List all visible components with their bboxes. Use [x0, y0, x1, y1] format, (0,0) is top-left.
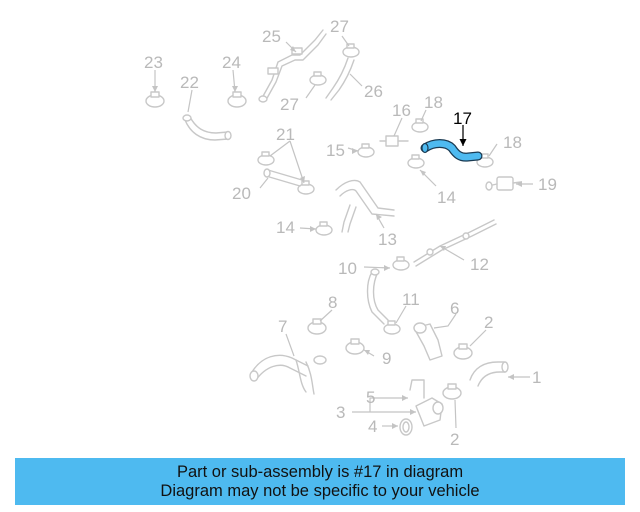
- part-26-hose: [325, 57, 355, 101]
- part-21-clamp-a: [257, 151, 275, 166]
- banner-line-1: Part or sub-assembly is #17 in diagram: [176, 462, 464, 481]
- part-5-bracket: [409, 379, 425, 399]
- label-2-upper: 2: [484, 313, 493, 332]
- part-16-fitting: [379, 135, 409, 147]
- part-22-hose: [182, 114, 232, 141]
- part-9-clamp: [345, 338, 365, 355]
- leader-lines: [154, 35, 533, 429]
- label-14-upper: 14: [437, 188, 456, 207]
- label-7: 7: [278, 317, 287, 336]
- part-19-valve: [485, 176, 522, 191]
- label-16: 16: [392, 101, 411, 120]
- label-4: 4: [368, 417, 377, 436]
- part-6-elbow: [413, 322, 443, 361]
- label-5: 5: [366, 388, 375, 407]
- part-1-hose: [469, 361, 509, 387]
- parts-line-art: [145, 29, 522, 436]
- part-25-pipe: [258, 29, 327, 103]
- label-23: 23: [144, 53, 163, 72]
- label-9: 9: [382, 349, 391, 368]
- label-14-lower: 14: [276, 218, 295, 237]
- arrowhead-17: [459, 139, 467, 146]
- part-15-clamp: [357, 143, 375, 158]
- part-3-housing: [415, 397, 444, 427]
- part-4-oring: [399, 418, 413, 436]
- label-25: 25: [262, 27, 281, 46]
- part-13-hose: [335, 179, 395, 233]
- label-15: 15: [326, 141, 345, 160]
- label-13: 13: [378, 230, 397, 249]
- label-19: 19: [538, 175, 557, 194]
- arrowheads: [152, 46, 522, 429]
- part-17-hose-highlighted[interactable]: [420, 139, 483, 162]
- part-27-clamp-lower: [309, 71, 327, 86]
- label-26: 26: [364, 82, 383, 101]
- label-8: 8: [328, 293, 337, 312]
- part-2-clamp-upper: [453, 343, 473, 360]
- label-18-right: 18: [503, 133, 522, 152]
- part-24-clamp: [227, 91, 247, 108]
- part-7-hose: [249, 354, 327, 395]
- label-27-upper: 27: [330, 17, 349, 36]
- label-20: 20: [232, 184, 251, 203]
- label-3: 3: [336, 403, 345, 422]
- label-27-lower: 27: [280, 95, 299, 114]
- part-10-clamp: [392, 256, 410, 271]
- label-18-upper: 18: [424, 93, 443, 112]
- label-10: 10: [338, 259, 357, 278]
- part-14-clamp-lower: [315, 221, 333, 236]
- part-8-clamp: [307, 318, 327, 335]
- part-18-clamp-upper: [411, 118, 429, 133]
- part-23-clamp: [145, 91, 165, 108]
- part-27-clamp-upper: [342, 43, 360, 58]
- label-24: 24: [222, 53, 241, 72]
- label-12: 12: [470, 255, 489, 274]
- label-21: 21: [276, 125, 295, 144]
- part-21-clamp-b: [297, 180, 315, 195]
- label-17: 17: [453, 109, 472, 128]
- part-2-clamp-lower: [442, 383, 462, 400]
- part-14-clamp-upper: [407, 154, 425, 169]
- banner-line-2: Diagram may not be specific to your vehi…: [160, 481, 480, 500]
- callout-labels: 23 24 22 25 27 27 26 21 20 15 16 18 17 1…: [144, 17, 557, 449]
- label-1: 1: [532, 368, 541, 387]
- label-6: 6: [450, 299, 459, 318]
- part-20-hose: [263, 168, 303, 187]
- label-2-lower: 2: [450, 430, 459, 449]
- part-11-clamp: [383, 320, 401, 335]
- label-22: 22: [180, 73, 199, 92]
- part-11-hose: [366, 268, 389, 325]
- label-11: 11: [402, 290, 420, 309]
- part-12-line: [413, 219, 497, 267]
- info-banner: Part or sub-assembly is #17 in diagram D…: [15, 458, 625, 505]
